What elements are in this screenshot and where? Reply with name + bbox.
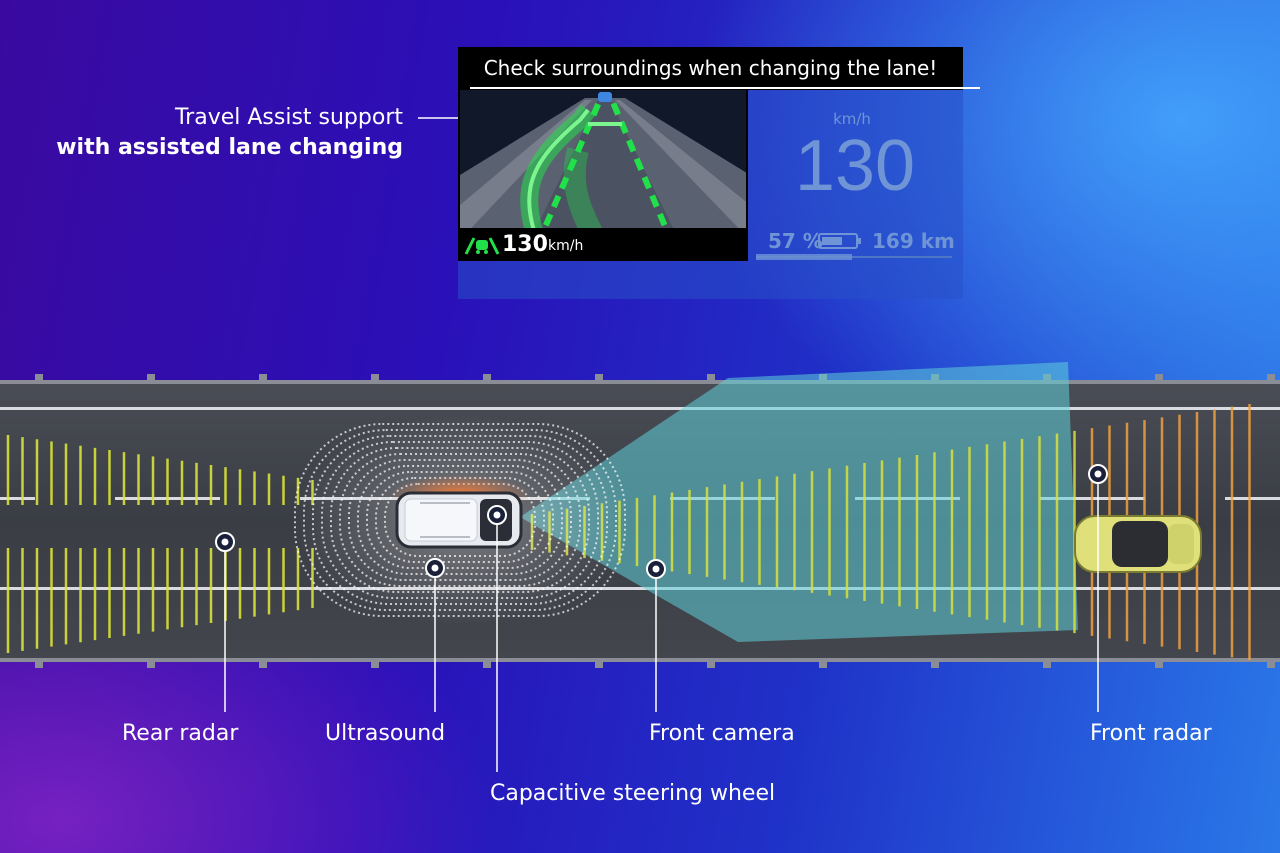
marker-ultrasound <box>425 558 445 578</box>
warning-banner-text: Check surroundings when changing the lan… <box>483 56 938 80</box>
steering-wheel-label: Capacitive steering wheel <box>490 781 776 806</box>
marker-steering-wheel <box>487 505 507 525</box>
ultrasound-label: Ultrasound <box>325 721 446 746</box>
lane-view-speed: 130 <box>502 232 548 257</box>
lane-line-top <box>0 407 1280 410</box>
lane-view-display <box>458 88 748 260</box>
range-bar <box>756 254 952 260</box>
marker-front-radar <box>1088 464 1108 484</box>
lane-line-bottom <box>0 587 1280 590</box>
feature-subtitle: with assisted lane changing <box>56 135 403 160</box>
lane-view-graphic <box>460 90 746 258</box>
marker-rear-radar <box>215 532 235 552</box>
lane-view-status-bar <box>458 228 748 261</box>
battery-icon <box>818 233 861 249</box>
feature-title: Travel Assist support <box>174 105 403 130</box>
rear-radar-label: Rear radar <box>122 721 239 746</box>
warning-banner <box>458 47 963 90</box>
warning-banner-underline <box>470 87 980 89</box>
front-camera-label: Front camera <box>649 721 795 746</box>
front-radar-label: Front radar <box>1090 721 1212 746</box>
ultrasound-field <box>294 423 626 617</box>
marker-front-camera <box>646 559 666 579</box>
leader-lines <box>224 117 1099 772</box>
other-car <box>1074 515 1202 573</box>
road-edge-top <box>0 380 1280 384</box>
range-readout: 169 km <box>872 229 955 253</box>
speed-readout: 130 <box>794 126 916 206</box>
lane-view-speed-unit: km/h <box>548 238 584 254</box>
battery-level: 57 % <box>768 229 823 253</box>
rear-radar-field <box>6 435 314 653</box>
speed-unit: km/h <box>833 110 871 128</box>
ego-car <box>395 491 523 549</box>
travel-assist-icon <box>464 237 500 255</box>
road-edge-bottom <box>0 658 1280 662</box>
